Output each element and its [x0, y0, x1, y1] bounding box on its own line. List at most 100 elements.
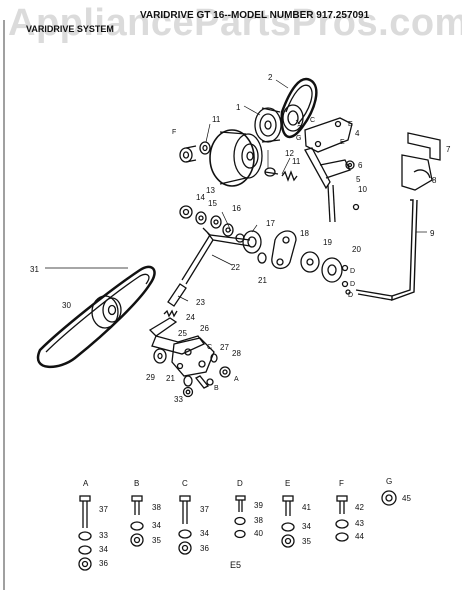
- hw-item: 43: [355, 519, 364, 528]
- pulley-30: [91, 295, 122, 329]
- pulley-20: [321, 257, 351, 295]
- hardware-labels: A 37 33 34 36 B 38 34 35 C 37 34 36 D 39…: [83, 477, 411, 568]
- letter-C-lower: C: [207, 344, 212, 351]
- shaft-22: [181, 227, 251, 285]
- callout-28: 28: [232, 349, 241, 358]
- hw-letter-D: D: [237, 479, 243, 488]
- letter-C-upper: C: [310, 117, 315, 124]
- shift-rod-9: [355, 199, 418, 301]
- bracket-4: [304, 117, 353, 153]
- nut-33: [182, 386, 194, 398]
- callout-25: 25: [178, 329, 187, 338]
- callout-3: 3: [297, 124, 302, 133]
- spacer-29: [153, 348, 167, 364]
- callout-11-lower: 11: [292, 157, 301, 166]
- hw-letter-B: B: [134, 479, 139, 488]
- washer-27: [210, 353, 218, 363]
- clutch-pulley-13: [209, 129, 263, 187]
- idler-17: [235, 230, 262, 254]
- bracket-8: [401, 154, 433, 191]
- hw-item: 39: [254, 501, 263, 510]
- callout-18: 18: [300, 229, 309, 238]
- callout-17: 17: [266, 219, 275, 228]
- hw-item: 36: [200, 544, 209, 553]
- hw-item: 41: [302, 503, 311, 512]
- hw-item: 44: [355, 532, 364, 541]
- section-title: VARIDRIVE SYSTEM: [26, 24, 114, 34]
- hw-item: 37: [200, 505, 209, 514]
- letter-B: B: [214, 385, 219, 392]
- hw-letter-G: G: [386, 477, 392, 486]
- washer-21: [257, 252, 267, 264]
- letter-D-1: D: [350, 268, 355, 275]
- hw-letter-E: E: [285, 479, 290, 488]
- letter-D-2: D: [350, 281, 355, 288]
- callout-21-lower: 21: [166, 374, 175, 383]
- letter-E-lower: E: [340, 139, 345, 146]
- letter-E-upper: E: [348, 121, 353, 128]
- callout-13: 13: [206, 186, 215, 195]
- hw-item: 38: [254, 516, 263, 525]
- hw-letter-A: A: [83, 479, 89, 488]
- arm-5: [304, 147, 351, 223]
- callout-4: 4: [355, 129, 360, 138]
- callout-7: 7: [446, 145, 451, 154]
- washer-15: [195, 211, 207, 225]
- callout-9: 9: [430, 229, 435, 238]
- hw-item: 35: [302, 537, 311, 546]
- callout-29: 29: [146, 373, 155, 382]
- hw-item: 45: [402, 494, 411, 503]
- callout-21-upper: 21: [258, 276, 267, 285]
- washer-11: [199, 141, 211, 155]
- nut-14: [179, 205, 193, 219]
- hw-item: 40: [254, 529, 263, 538]
- callout-22: 22: [231, 263, 240, 272]
- callout-33: 33: [174, 395, 183, 404]
- callout-30: 30: [62, 301, 71, 310]
- spring-11: [281, 170, 298, 182]
- bushing-12: [179, 145, 197, 163]
- hw-item: 34: [99, 545, 108, 554]
- letter-A: A: [234, 376, 239, 383]
- callout-14: 14: [196, 193, 205, 202]
- pulley-1: [254, 107, 282, 143]
- callout-27: 27: [220, 343, 229, 352]
- washers-16: [210, 215, 234, 237]
- washer-21-lower: [183, 375, 193, 387]
- callout-10: 10: [358, 185, 367, 194]
- hw-item: 42: [355, 503, 364, 512]
- hardware-row: [78, 490, 397, 571]
- diagram-title: VARIDRIVE GT 16--MODEL NUMBER 917.257091: [140, 10, 370, 21]
- arm-25: [148, 317, 206, 355]
- letter-F: F: [172, 129, 176, 136]
- sleeve-23: [167, 283, 187, 307]
- letter-G: G: [296, 135, 301, 142]
- hw-item: 38: [152, 503, 161, 512]
- bracket-26: [171, 337, 215, 377]
- link-18: [271, 230, 297, 269]
- callout-24: 24: [186, 313, 195, 322]
- hw-item: 34: [200, 529, 209, 538]
- hw-item: 33: [99, 531, 108, 540]
- pulley-3: [282, 104, 304, 132]
- callout-5: 5: [356, 175, 361, 184]
- bracket-7: [407, 132, 441, 161]
- callout-31: 31: [30, 265, 39, 274]
- pin-10: [352, 203, 360, 211]
- hw-letter-C: C: [182, 479, 188, 488]
- nut-6: [345, 160, 355, 170]
- letter-D-3: D: [348, 292, 353, 299]
- hw-item: 34: [302, 522, 311, 531]
- spring-24: [163, 309, 178, 318]
- callout-20: 20: [352, 245, 361, 254]
- callout-16: 16: [232, 204, 241, 213]
- hw-letter-F: F: [339, 479, 344, 488]
- bolt-lower: [194, 375, 214, 389]
- spacer-12: [264, 167, 279, 177]
- hw-item: 36: [99, 559, 108, 568]
- callout-2: 2: [268, 73, 273, 82]
- callout-23: 23: [196, 298, 205, 307]
- callout-6: 6: [358, 161, 363, 170]
- belt-lower: [36, 265, 156, 369]
